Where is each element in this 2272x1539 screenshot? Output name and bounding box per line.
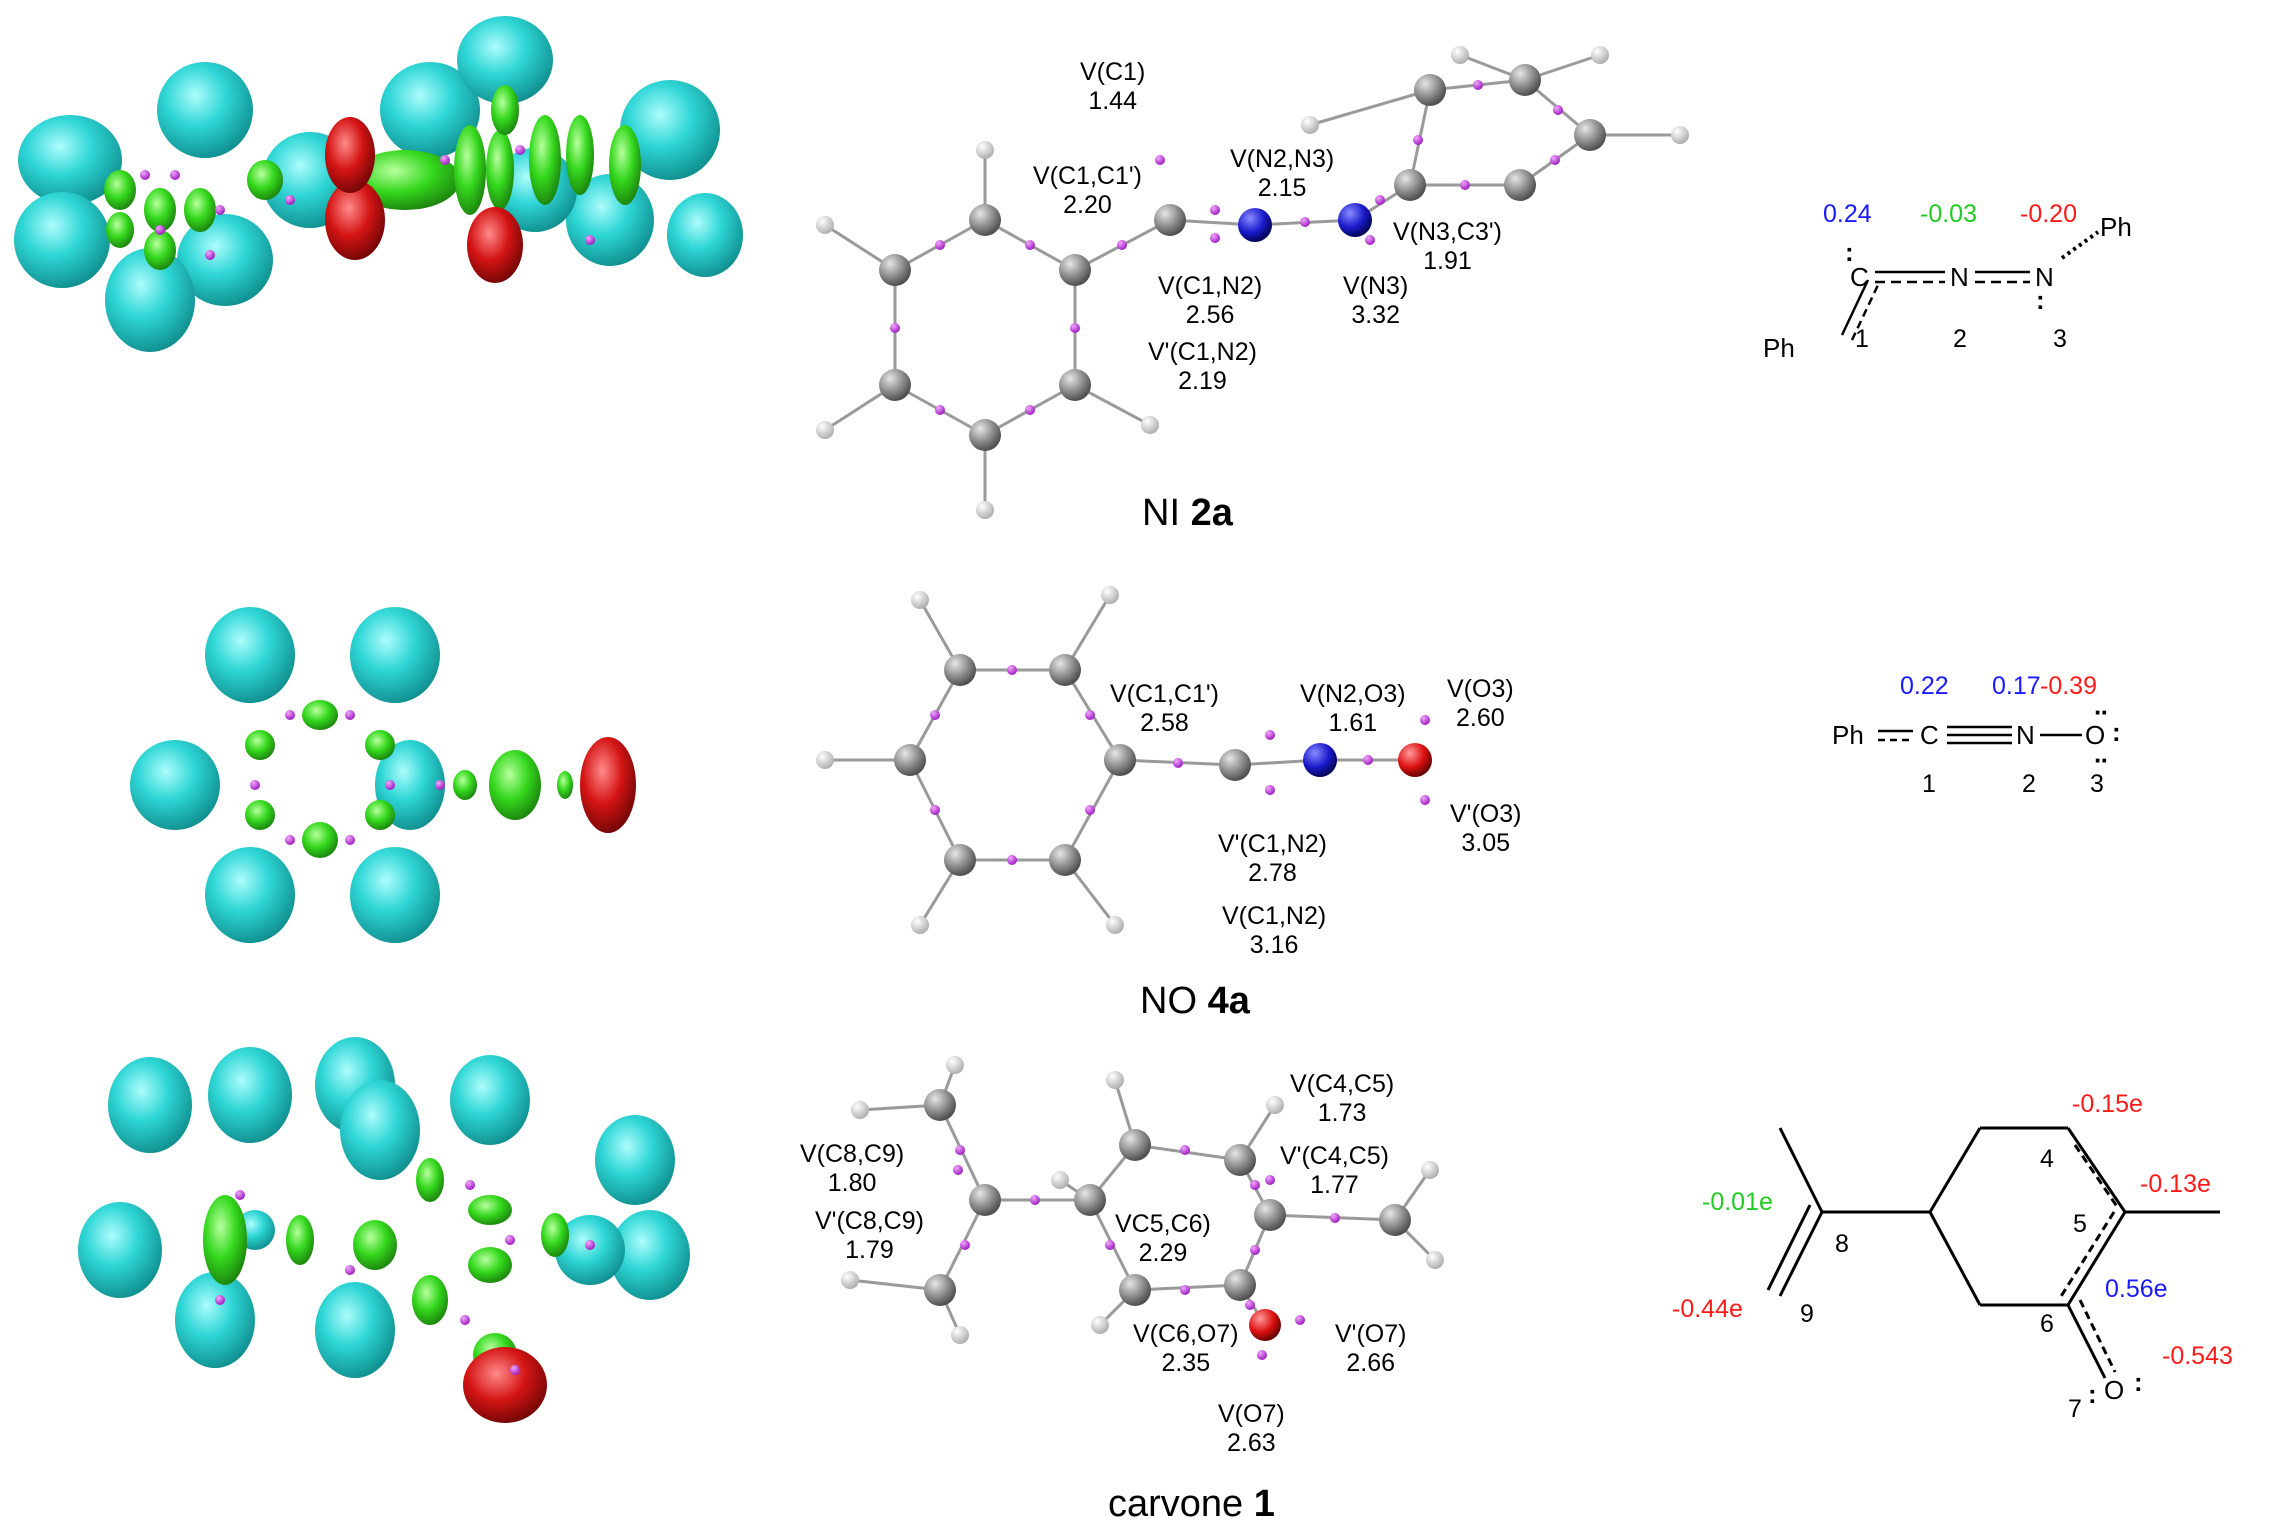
label-v-n3: V(N3)3.32	[1343, 272, 1409, 329]
number-c1-9: 9	[1800, 1300, 1814, 1328]
label-4a-v-c1-c1p: V(C1,C1')2.58	[1110, 680, 1219, 737]
label-4a-vp-o3: V'(O3)3.05	[1450, 800, 1522, 857]
caption-ni-2a: NI 2a	[1142, 492, 1233, 534]
label-c1-v-c8-c9: V(C8,C9)1.80	[800, 1140, 905, 1197]
label-v-n3-c3p: V(N3,C3')1.91	[1393, 218, 1502, 275]
number-4a-1: 1	[1922, 770, 1936, 798]
charge-2a-c1: 0.24	[1823, 200, 1872, 228]
atoms-ni2a	[816, 46, 1689, 519]
lone-pair-c1-o7-right: :	[2134, 1367, 2143, 1397]
label-4a-v-o3: V(O3)2.60	[1447, 675, 1514, 732]
charge-c1-o7: -0.543	[2162, 1342, 2233, 1370]
charge-4a-c1: 0.22	[1900, 672, 1949, 700]
atom-2a-n3: N	[2035, 262, 2054, 292]
lewis-structure-4a	[1878, 725, 2082, 745]
label-vp-c1-n2: V'(C1,N2)2.19	[1148, 338, 1257, 395]
atom-4a-c: C	[1920, 720, 1939, 750]
lone-pair-2a-n3: :	[2036, 285, 2045, 315]
charge-c1-c4: -0.15e	[2072, 1090, 2143, 1118]
atoms-carvone1	[841, 1056, 1444, 1360]
lone-pair-2a-c1: :	[1845, 237, 1854, 267]
charge-4a-n2: 0.17	[1992, 672, 2041, 700]
label-v-n2-n3: V(N2,N3)2.15	[1230, 145, 1335, 202]
label-c1-v-c5-c6: VC5,C6)2.29	[1115, 1210, 1211, 1267]
number-4a-3: 3	[2090, 770, 2104, 798]
lone-pair-4a-o-right: :	[2112, 717, 2121, 747]
atom-2a-c1: C	[1850, 262, 1869, 292]
label-4a-vp-c1-n2: V'(C1,N2)2.78	[1218, 830, 1327, 887]
label-4a-v-n2-o3: V(N2,O3)1.61	[1300, 680, 1406, 737]
label-c1-v-o7: V(O7)2.63	[1218, 1400, 1285, 1457]
elf-isosurface-no4a	[130, 607, 636, 943]
caption-no-4a: NO 4a	[1140, 980, 1250, 1022]
charge-c1-c8: -0.01e	[1702, 1188, 1773, 1216]
label-v-c1-n2: V(C1,N2)2.56	[1158, 272, 1263, 329]
number-c1-5: 5	[2073, 1210, 2087, 1238]
atom-2a-ph-left: Ph	[1763, 333, 1795, 363]
lone-pair-c1-o7-left: :	[2088, 1379, 2097, 1409]
charge-c1-c9: -0.44e	[1672, 1295, 1743, 1323]
number-4a-2: 2	[2022, 770, 2036, 798]
label-v-c1-c1p: V(C1,C1')2.20	[1033, 162, 1142, 219]
label-c1-vp-c8-c9: V'(C8,C9)1.79	[815, 1207, 924, 1264]
number-2a-2: 2	[1953, 325, 1967, 353]
lewis-structure-2a	[1840, 230, 2100, 341]
charge-2a-n3: -0.20	[2020, 200, 2077, 228]
lone-pair-4a-o-bottom: ··	[2094, 745, 2109, 775]
charge-c1-c5: -0.13e	[2140, 1170, 2211, 1198]
number-c1-7: 7	[2068, 1395, 2082, 1423]
atom-4a-o: O	[2085, 720, 2106, 750]
number-c1-6: 6	[2040, 1310, 2054, 1338]
atom-c1-o7: O	[2104, 1375, 2125, 1405]
number-c1-4: 4	[2040, 1145, 2054, 1173]
atom-4a-ph: Ph	[1832, 720, 1864, 750]
atom-4a-n: N	[2016, 720, 2035, 750]
caption-carvone-1: carvone 1	[1108, 1483, 1275, 1525]
label-c1-vp-c4-c5: V'(C4,C5)1.77	[1280, 1142, 1389, 1199]
number-c1-8: 8	[1835, 1230, 1849, 1258]
number-2a-3: 3	[2053, 325, 2067, 353]
charge-4a-o3: -0.39	[2040, 672, 2097, 700]
atoms-no4a	[816, 586, 1432, 934]
skeletal-structure-carvone1	[1766, 1126, 2220, 1379]
label-c1-v-c6-o7: V(C6,O7)2.35	[1133, 1320, 1239, 1377]
number-2a-1: 1	[1855, 325, 1869, 353]
elf-isosurface-carvone1	[78, 1037, 690, 1423]
label-c1-v-c4-c5: V(C4,C5)1.73	[1290, 1070, 1395, 1127]
elf-isosurface-ni2a	[14, 16, 743, 352]
atom-2a-n2: N	[1950, 262, 1969, 292]
label-v-c1: V(C1)1.44	[1080, 58, 1146, 115]
label-c1-vp-o7: V'(O7)2.66	[1335, 1320, 1407, 1377]
atom-2a-ph-right: Ph	[2100, 212, 2132, 242]
lone-pair-4a-o-top: ··	[2094, 697, 2109, 727]
charge-2a-n2: -0.03	[1920, 200, 1977, 228]
charge-c1-c6: 0.56e	[2105, 1275, 2168, 1303]
label-4a-v-c1-n2: V(C1,N2)3.16	[1222, 902, 1327, 959]
